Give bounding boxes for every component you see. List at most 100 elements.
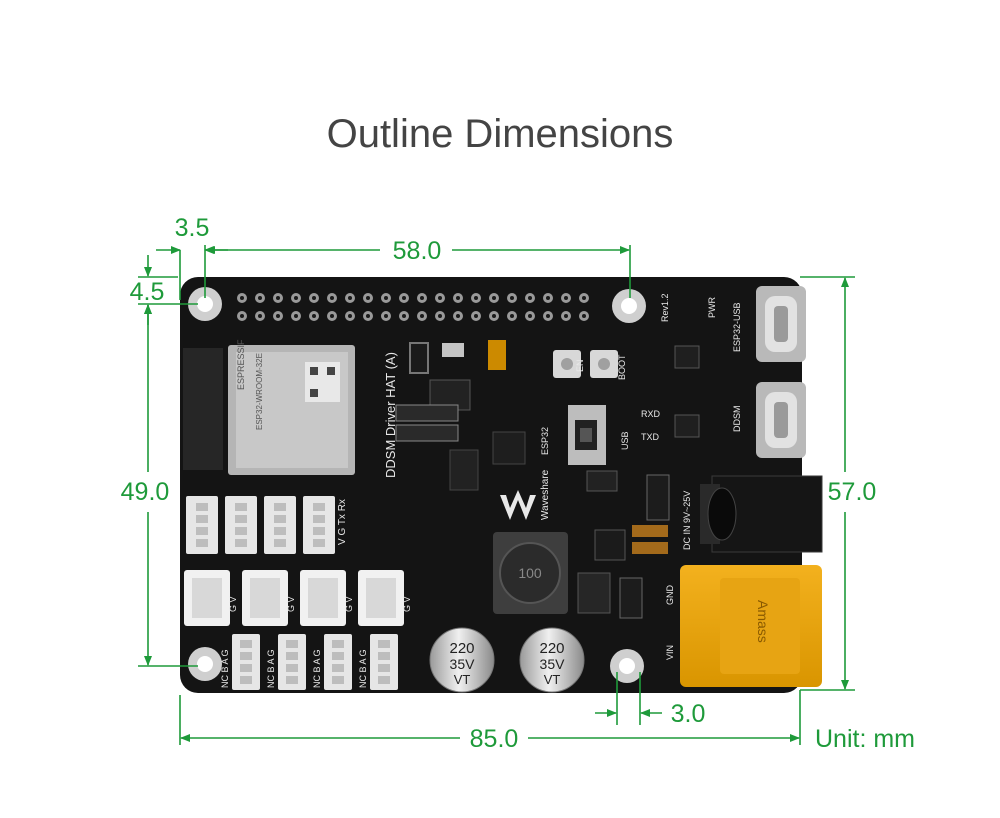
gpio-pin-hole: [330, 314, 334, 318]
uart-connector-pin: [313, 503, 325, 511]
power-inductor: 100: [493, 532, 568, 614]
gpio-pin-hole: [330, 296, 334, 300]
waveshare-logo: Waveshare: [500, 469, 551, 520]
ddsm-pin-label: NC B A G: [220, 649, 230, 688]
ddsm-label: DDSM: [732, 406, 742, 433]
gpio-pin-hole: [456, 296, 460, 300]
uart-connector-pin: [235, 527, 247, 535]
ddsm-connector-pin: [332, 676, 344, 684]
uart-connector-pin: [274, 539, 286, 547]
ddsm-connector-pin: [332, 664, 344, 672]
mounting-hole-top-left: [188, 287, 222, 321]
uart-connector: [186, 496, 218, 554]
gpio-pin-hole: [366, 296, 370, 300]
ddsm-connector-pin: [378, 640, 390, 648]
gpio-pin-hole: [384, 296, 388, 300]
diode-1: [395, 404, 459, 422]
uart-connector-pin: [196, 503, 208, 511]
mounting-hole-bottom-right: [610, 649, 644, 683]
rxd-label: RXD: [641, 409, 661, 419]
ddsm-pin-label: NC B A G: [312, 649, 322, 688]
gpio-pin-hole: [492, 296, 496, 300]
gpio-pin-hole: [546, 314, 550, 318]
board-name: DDSM Driver HAT (A): [383, 352, 398, 478]
gpio-pin-hole: [420, 296, 424, 300]
cap1-value: 220: [449, 640, 474, 657]
uart-connector-row: [186, 496, 335, 554]
electrolytic-capacitor-1: 220 35V VT: [429, 627, 495, 693]
cap2-voltage: 35V: [540, 656, 566, 672]
uart-connector-pin: [274, 515, 286, 523]
ddsm-connector-pin: [286, 652, 298, 660]
mounting-hole-bottom-left: [188, 647, 222, 681]
dim-label-hole-span-y: 49.0: [121, 478, 170, 506]
dim-label-hole-to-edge: 3.0: [671, 700, 706, 728]
uart-connector-pin: [313, 539, 325, 547]
uart-connector-pin: [274, 527, 286, 535]
module-model: ESP32-WROOM-32E: [255, 353, 264, 430]
ddsm-connector-pin: [240, 676, 252, 684]
ddsm-connector-pin: [286, 664, 298, 672]
pwr-label: PWR: [707, 297, 717, 318]
ddsm-pin-label: NC B A G: [266, 649, 276, 688]
en-label: EN: [575, 359, 585, 372]
gpio-pin-hole: [240, 314, 244, 318]
servo-connector-body: [192, 578, 222, 618]
esp32-module: ESPRESSIF ESP32-WROOM-32E: [228, 339, 355, 475]
cap-1: [632, 525, 668, 537]
gpio-pin-hole: [528, 296, 532, 300]
ddsm-connector: [324, 634, 352, 690]
electrolytic-capacitor-2: 220 35V VT: [519, 627, 585, 693]
cap1-type: VT: [454, 672, 471, 687]
gpio-pin-hole: [546, 296, 550, 300]
gpio-header: [237, 293, 589, 321]
vin-label: VIN: [665, 645, 675, 660]
smd-diode: [409, 342, 429, 374]
gpio-pin-hole: [258, 314, 262, 318]
txd-label: TXD: [641, 432, 660, 442]
uart-pin-label: V G Tx Rx: [337, 499, 348, 545]
ddsm-connector-pin: [240, 664, 252, 672]
gpio-pin-hole: [312, 314, 316, 318]
crystal: [442, 343, 464, 357]
usb-ic-1: [674, 345, 700, 369]
ddsm-connector-pin: [240, 652, 252, 660]
servo-connector-body: [366, 578, 396, 618]
uart-connector-pin: [196, 527, 208, 535]
ddsm-pin-label: NC B A G: [358, 649, 368, 688]
uart-connector-pin: [274, 503, 286, 511]
svg-text:100: 100: [518, 565, 542, 581]
gpio-pin-hole: [402, 314, 406, 318]
gpio-pin-hole: [402, 296, 406, 300]
gpio-pin-hole: [348, 296, 352, 300]
ddsm-connector-pin: [378, 676, 390, 684]
boot-button: [590, 350, 618, 378]
usb-slide-switch: [568, 405, 606, 465]
usb-ic-2: [674, 414, 700, 438]
gpio-pin-hole: [510, 314, 514, 318]
diode-3: [619, 577, 643, 619]
uart-connector-pin: [235, 539, 247, 547]
ddsm-connector-pin: [378, 664, 390, 672]
uart-connector-pin: [235, 515, 247, 523]
dc-in-label: DC IN 9V~25V: [682, 491, 692, 550]
uart-connector: [225, 496, 257, 554]
ddsm-connector-pin: [240, 640, 252, 648]
uart-connector: [264, 496, 296, 554]
gpio-pin-hole: [510, 296, 514, 300]
esp32-usb-label: ESP32-USB: [732, 302, 742, 352]
servo-pin-label: G V: [344, 596, 354, 612]
uart-connector-pin: [196, 515, 208, 523]
gpio-pin-hole: [528, 314, 532, 318]
xt60-brand: Amass: [755, 600, 771, 643]
gpio-pin-hole: [312, 296, 316, 300]
uart-connector-pin: [196, 539, 208, 547]
servo-connector-body: [250, 578, 280, 618]
dim-label-hole-offset-x: 3.5: [175, 214, 210, 242]
mounting-hole-top-right: [612, 289, 646, 323]
uart-connector-pin: [313, 515, 325, 523]
usb-c-port-esp32: [756, 286, 806, 362]
ddsm-connector: [370, 634, 398, 690]
